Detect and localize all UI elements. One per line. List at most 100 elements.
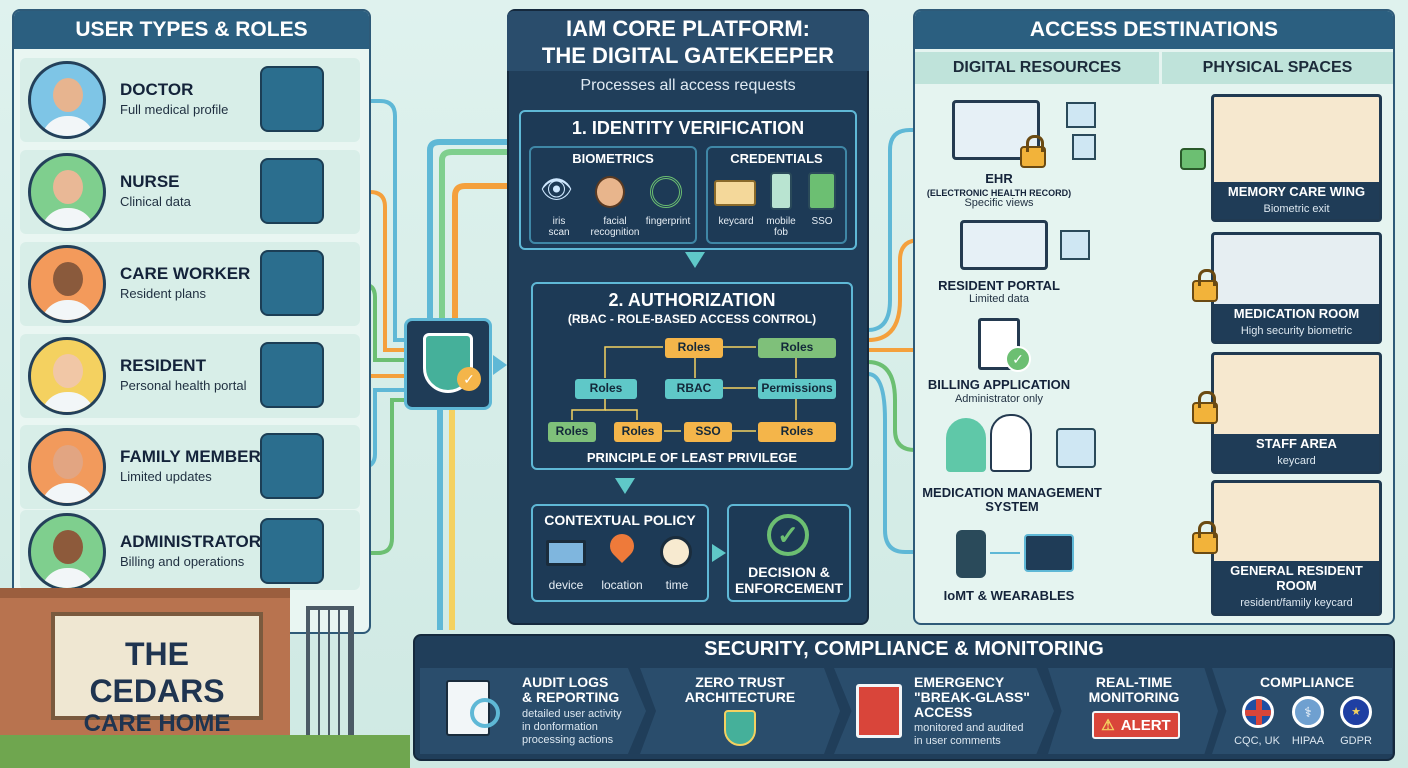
general-resident-room: GENERAL RESIDENT ROOM resident/family key… <box>1211 480 1382 616</box>
face-shape <box>53 354 83 388</box>
clinical-data-icon <box>260 158 324 224</box>
user-row-nurse: NURSE Clinical data <box>20 150 360 234</box>
space-name: GENERAL RESIDENT ROOM <box>1230 563 1363 593</box>
monitoring-title1: REAL-TIME <box>1095 674 1173 690</box>
biometrics-title: BIOMETRICS <box>572 151 654 166</box>
credential-label-keycard: keycard <box>718 216 754 227</box>
check-circle-icon: ✓ <box>767 514 809 556</box>
rbac-node-rbac: RBAC <box>665 379 723 399</box>
arrow-down-icon <box>615 478 635 494</box>
billing-lock-icon <box>260 518 324 584</box>
mobile-fob-icon <box>770 172 792 210</box>
heart-monitor-icon <box>1024 534 1074 572</box>
medication-name: MEDICATION MANAGEMENT <box>922 485 1102 500</box>
user-row-resident: RESIDENT Personal health portal <box>20 334 360 418</box>
space-name: MEMORY CARE WING <box>1227 184 1366 199</box>
alert-label: ALERT <box>1120 716 1171 734</box>
rbac-node-roles: Roles <box>575 379 637 399</box>
space-desc: resident/family keycard <box>1240 597 1353 609</box>
smartwatch-icon <box>956 530 986 578</box>
care-worker-avatar <box>28 245 106 323</box>
iam-core-title: IAM CORE PLATFORM: THE DIGITAL GATEKEEPE… <box>507 11 869 71</box>
memory-care-wing: MEMORY CARE WING Biometric exit <box>1211 94 1382 222</box>
lock-icon <box>1192 521 1218 554</box>
face-shape <box>53 262 83 296</box>
sign-line2: CARE HOME <box>83 710 231 737</box>
decision-label: DECISION & ENFORCEMENT <box>727 564 851 596</box>
space-name: MEDICATION ROOM <box>1233 306 1360 321</box>
compliance-hipaa: HIPAA <box>1291 735 1325 747</box>
audit-title1: AUDIT LOGS <box>522 674 609 690</box>
lock-icon <box>1192 269 1218 302</box>
user-desc: Clinical data <box>120 194 191 209</box>
least-privilege-label: PRINCIPLE OF LEAST PRIVILEGE <box>586 450 798 465</box>
body-shape <box>41 392 95 412</box>
decision-line2: ENFORCEMENT <box>734 580 844 596</box>
credential-label-mobile-fob: mobile fob <box>766 216 796 238</box>
audit-desc3: processing actions <box>522 734 614 746</box>
user-row-care-worker: CARE WORKER Resident plans <box>20 242 360 326</box>
context-label-time: time <box>665 578 689 592</box>
clock-icon <box>660 536 692 568</box>
user-name: NURSE <box>120 172 180 191</box>
arrow-right-icon <box>493 355 507 375</box>
emergency-desc2: in user comments <box>914 735 1001 747</box>
emergency-title1: EMERGENCY <box>914 674 1005 690</box>
user-desc: Limited updates <box>120 469 212 484</box>
user-name: ADMINISTRATOR <box>120 532 262 551</box>
alert-badge: ⚠ ALERT <box>1092 711 1180 739</box>
arrow-down-icon <box>685 252 705 268</box>
iam-title-line1: IAM CORE PLATFORM: <box>565 16 810 41</box>
space-desc: Biometric exit <box>1263 203 1330 215</box>
billing-name: BILLING APPLICATION <box>927 377 1071 392</box>
face-icon <box>595 176 625 208</box>
user-row-family-member: FAMILY MEMBER Limited updates <box>20 425 360 509</box>
contextual-policy-title: CONTEXTUAL POLICY <box>544 512 696 528</box>
context-label-device: device <box>548 578 584 592</box>
view-file-icon <box>1072 134 1096 160</box>
check-icon: ✓ <box>1005 346 1031 372</box>
sign-line1: THE CEDARS <box>89 636 225 709</box>
user-name: FAMILY MEMBER <box>120 447 261 466</box>
lock-icon <box>1192 391 1218 424</box>
magnifier-icon <box>470 698 500 728</box>
resident-portal-name: RESIDENT PORTAL <box>938 278 1060 293</box>
resident-portal-laptop-icon <box>960 220 1048 270</box>
digital-resources-title: DIGITAL RESOURCES <box>915 52 1159 84</box>
rbac-node-roles: Roles <box>665 338 723 358</box>
rbac-node-permissions: Permissions <box>758 379 836 399</box>
grass <box>0 735 410 768</box>
medical-profile-icon <box>260 66 324 132</box>
body-shape <box>41 300 95 320</box>
billing-document-icon <box>978 318 1020 370</box>
user-name: CARE WORKER <box>120 264 251 283</box>
credentials-title: CREDENTIALS <box>730 151 823 166</box>
user-name: RESIDENT <box>120 356 206 375</box>
rbac-node-roles: Roles <box>758 338 836 358</box>
compliance-gdpr: GDPR <box>1340 735 1372 747</box>
warning-icon: ⚠ <box>1101 717 1115 734</box>
message-alert-icon <box>260 433 324 499</box>
health-portal-icon <box>260 342 324 408</box>
administrator-avatar <box>28 513 106 591</box>
ehr-subname: (ELECTRONIC HEALTH RECORD) <box>926 188 1072 198</box>
space-name: STAFF AREA <box>1256 436 1337 451</box>
security-compliance-title: SECURITY, COMPLIANCE & MONITORING <box>704 638 1104 660</box>
zero-trust-title1: ZERO TRUST <box>695 674 785 690</box>
decision-line1: DECISION & <box>748 564 830 580</box>
body-shape <box>41 208 95 228</box>
authorization-subtitle: (RBAC - ROLE-BASED ACCESS CONTROL) <box>567 312 817 326</box>
keycard-icon <box>714 180 756 206</box>
alarm-light-icon <box>856 684 902 738</box>
gatekeeper-hub: ✓ <box>404 318 492 410</box>
user-row-doctor: DOCTOR Full medical profile <box>20 58 360 142</box>
body-shape <box>41 483 95 503</box>
doctor-avatar <box>28 61 106 139</box>
fingerprint-icon <box>650 176 682 208</box>
emergency-title3: ACCESS <box>914 704 973 720</box>
biometric-label-fingerprint: fingerprint <box>645 216 691 227</box>
clipboard-icon <box>260 250 324 316</box>
rbac-node-roles: Roles <box>614 422 662 442</box>
user-desc: Billing and operations <box>120 554 245 569</box>
physical-spaces-title: PHYSICAL SPACES <box>1162 52 1393 84</box>
